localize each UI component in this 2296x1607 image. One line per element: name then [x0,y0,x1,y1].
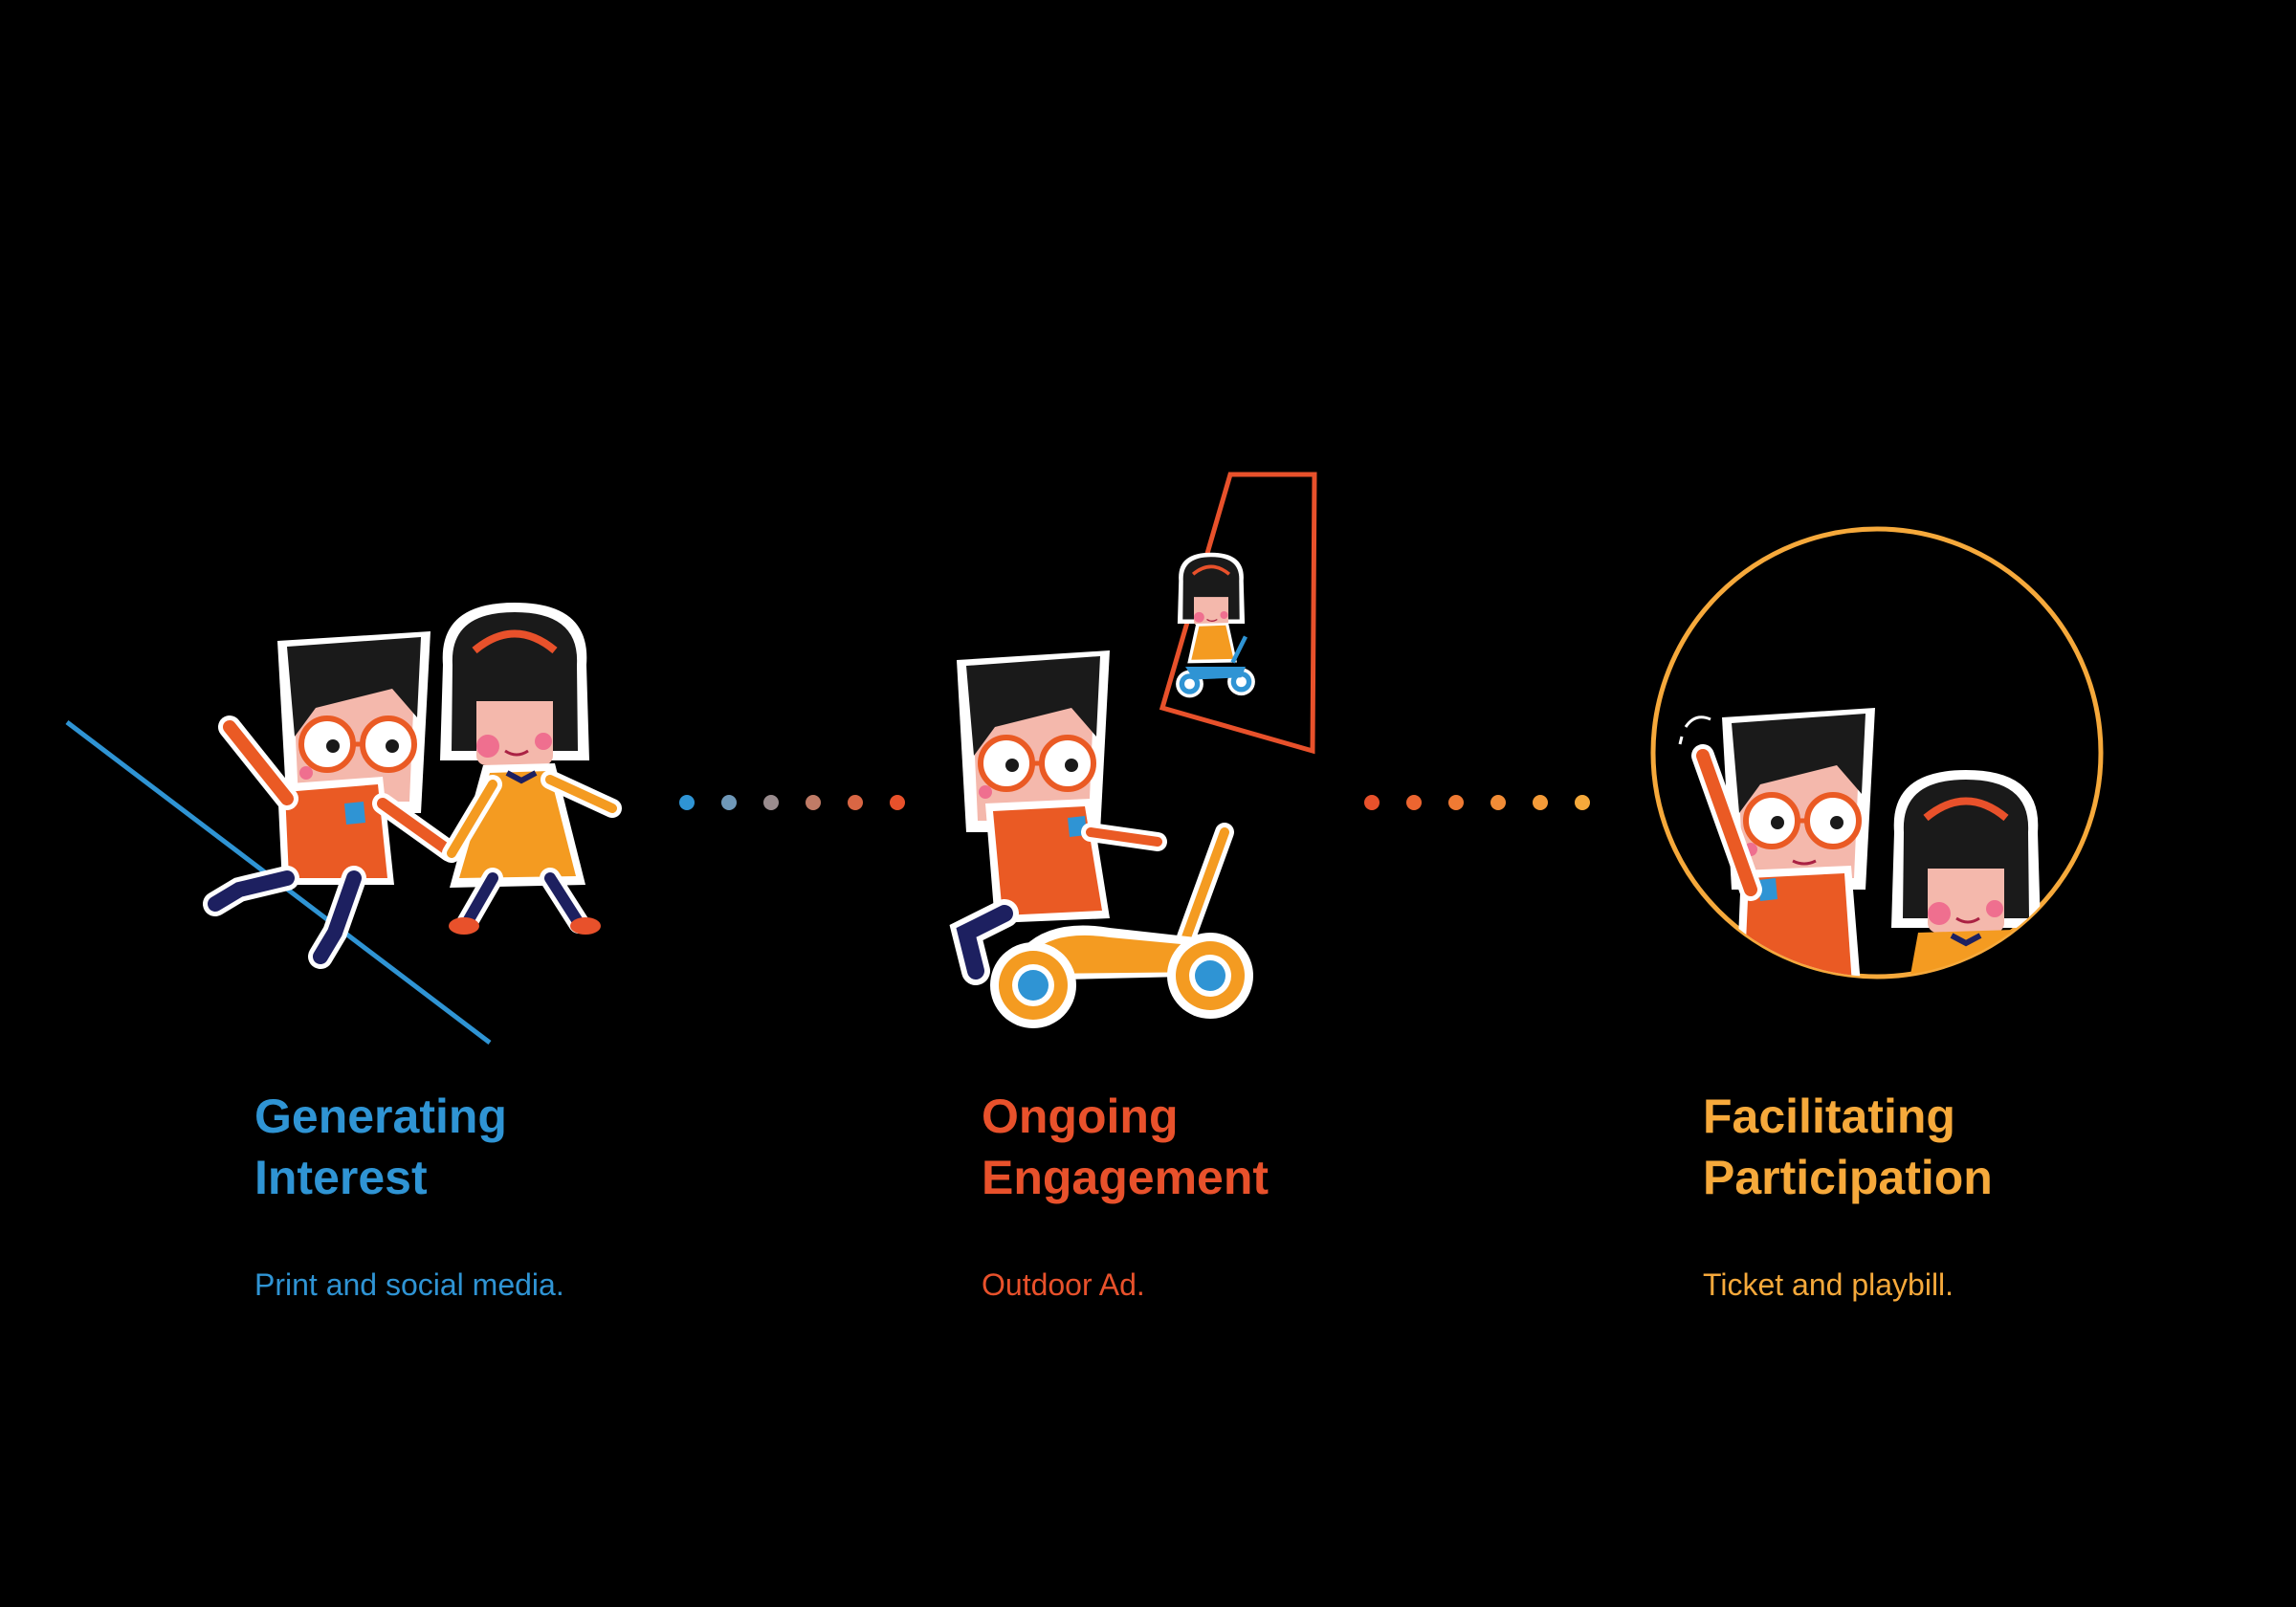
stage-subtitle: Ticket and playbill. [1703,1267,1954,1302]
connector-dot [679,795,695,810]
stage-title: Ongoing Engagement [982,1086,1517,1208]
connector-dot [890,795,905,810]
connector-dot [1533,795,1548,810]
stage-subtitle: Outdoor Ad. [982,1267,1145,1302]
boy-and-girl-walking-illustration [65,603,622,1045]
connector-dot [806,795,821,810]
stage-title-line-1: Ongoing [982,1090,1179,1143]
stage-title-line-1: Facilitating [1703,1090,1955,1143]
connector-dot [1490,795,1506,810]
boy-on-scooter-illustration [949,650,1253,1028]
girl-on-scooter-billboard-illustration [1159,472,1317,755]
connector-dots-2 [1364,795,1590,810]
connector-dot [1448,795,1464,810]
connector-dot [848,795,863,810]
stage-title-line-2: Engagement [982,1151,1269,1204]
connector-dot [1575,795,1590,810]
connector-dots-1 [679,795,905,810]
connector-dot [763,795,779,810]
connector-dot [721,795,737,810]
stage-title-line-2: Interest [254,1151,428,1204]
stage-subtitle: Print and social media. [254,1267,564,1302]
stage-title: Generating Interest [254,1086,790,1208]
stage-title-line-1: Generating [254,1090,507,1143]
stage-ongoing-engagement: Ongoing Engagement Outdoor Ad. [982,1086,1517,1304]
connector-dot [1364,795,1380,810]
stage-facilitating-participation: Facilitating Participation Ticket and pl… [1703,1086,2239,1304]
stage-title-line-2: Participation [1703,1151,1993,1204]
stage-generating-interest: Generating Interest Print and social med… [254,1086,790,1304]
boy-waving-and-girl-in-circle-illustration [1650,526,2104,980]
stage-title: Facilitating Participation [1703,1086,2239,1208]
connector-dot [1406,795,1422,810]
